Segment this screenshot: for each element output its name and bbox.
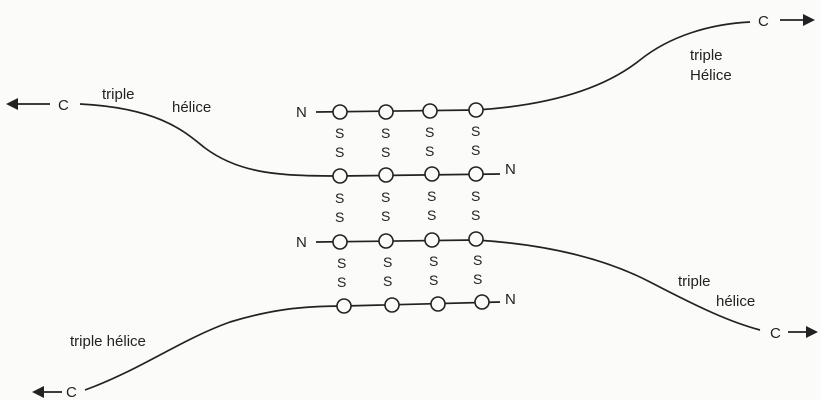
residue-bead [468,231,484,247]
residue-bead [430,296,446,312]
c-terminus-label: C [758,13,769,30]
triple-label: triple [678,273,711,290]
disulfide-bridges-3-4: S S S S S S S S [337,252,482,290]
residue-bead [422,103,438,119]
residue-bead [378,233,394,249]
residue-bead [332,168,348,184]
sulfur-label: S [335,209,344,225]
triple-helice-label: triple hélice [70,333,146,350]
sulfur-label: S [471,207,480,223]
sulfur-label: S [427,207,436,223]
arrow-right-lower-icon [806,326,818,338]
residue-bead [424,232,440,248]
sulfur-label: S [429,253,438,269]
sulfur-label: S [425,143,434,159]
residue-bead [378,104,394,120]
residue-bead [378,167,394,183]
sulfur-label: S [381,144,390,160]
strand-lower-left: C triple hélice N [32,291,516,400]
strand-upper-right: C N triple Hélice [296,13,815,121]
arrow-left-upper-icon [6,98,18,110]
n-terminus-label: N [505,161,516,178]
residue-bead [336,298,352,314]
n-terminus-label: N [505,291,516,308]
sulfur-label: S [383,254,392,270]
sulfur-label: S [473,271,482,287]
sulfur-label: S [335,125,344,141]
strand-lower-right: C N triple hélice [296,234,818,342]
residue-bead [474,294,490,310]
residue-bead [424,166,440,182]
strand-upper-left: C triple hélice N [6,86,516,178]
sulfur-label: S [383,273,392,289]
arrow-left-lower-icon [32,386,44,398]
n-terminus-label: N [296,104,307,121]
sulfur-label: S [471,123,480,139]
sulfur-label: S [471,188,480,204]
sulfur-label: S [425,124,434,140]
sulfur-label: S [381,189,390,205]
disulfide-bridges-2-3: S S S S S S S S [335,188,480,225]
residue-bead [332,234,348,250]
sulfur-label: S [473,252,482,268]
c-terminus-label: C [66,384,77,400]
helice-label: hélice [716,293,755,310]
sulfur-label: S [471,142,480,158]
n-terminus-label: N [296,234,307,251]
arrow-right-upper-icon [803,14,815,26]
helice-label: Hélice [690,67,732,84]
residue-bead [384,297,400,313]
beads-row-1 [332,102,484,120]
residue-bead [468,102,484,118]
sulfur-label: S [381,125,390,141]
sulfur-label: S [429,272,438,288]
helice-label: hélice [172,99,211,116]
disulfide-bridges-1-2: S S S S S S S S [335,123,480,160]
residue-bead [468,166,484,182]
sulfur-label: S [381,208,390,224]
sulfur-label: S [335,190,344,206]
residue-bead [332,104,348,120]
c-terminus-label: C [770,325,781,342]
beads-row-2 [332,166,484,184]
sulfur-label: S [337,274,346,290]
c-terminus-label: C [58,97,69,114]
beads-row-4 [336,294,490,314]
triple-label: triple [102,86,135,103]
sulfur-label: S [335,144,344,160]
sulfur-label: S [337,255,346,271]
sulfur-label: S [427,188,436,204]
beads-row-3 [332,231,484,250]
triple-label: triple [690,47,723,64]
